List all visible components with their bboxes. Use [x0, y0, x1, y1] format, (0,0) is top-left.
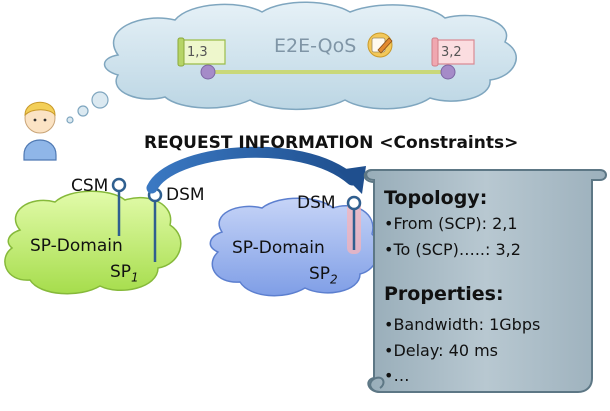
flag-left-label: 1,3 [187, 45, 208, 60]
dsm2-label: DSM [297, 193, 336, 213]
flag-right-shape [431, 37, 475, 67]
sp2-name: SP2 [309, 264, 338, 287]
properties-title: Properties: [384, 283, 504, 305]
sp1-name: SP1 [110, 262, 139, 285]
thought-bubble-medium [77, 105, 89, 117]
user-avatar [23, 101, 57, 161]
qos-label: E2E-QoS [274, 35, 357, 57]
properties-line-more: •… [384, 366, 410, 385]
sp2-domain-label: SP-Domain [232, 238, 325, 258]
constraints-scroll [363, 169, 607, 393]
properties-line-bandwidth: •Bandwidth: 1Gbps [384, 315, 541, 334]
flag-right-label: 3,2 [441, 45, 462, 60]
path-node-left [200, 64, 216, 80]
sp1-subscript: 1 [131, 270, 139, 285]
qos-cloud [103, 1, 517, 111]
properties-line-delay: •Delay: 40 ms [384, 341, 498, 360]
dsm1-label: DSM [166, 185, 205, 205]
topology-line-from: •From (SCP): 2,1 [384, 214, 518, 233]
sp2-domain-cloud [209, 197, 380, 297]
request-label: REQUEST INFORMATION <Constraints> [144, 133, 519, 153]
csm-label: CSM [71, 176, 109, 196]
sp2-subscript: 2 [330, 272, 338, 287]
thought-bubble-small [66, 116, 74, 124]
csm-pin [111, 177, 127, 236]
sp1-domain-cloud [4, 190, 182, 295]
dsm2-pin [346, 195, 362, 254]
topology-line-to: •To (SCP)…..: 3,2 [384, 240, 521, 259]
flag-left-shape [177, 37, 226, 67]
sp1-domain-label: SP-Domain [30, 236, 123, 256]
path-node-right [440, 64, 456, 80]
topology-title: Topology: [384, 187, 488, 209]
edit-note-icon [367, 32, 393, 58]
thought-bubble-large [91, 91, 109, 109]
request-arrow [146, 146, 366, 194]
